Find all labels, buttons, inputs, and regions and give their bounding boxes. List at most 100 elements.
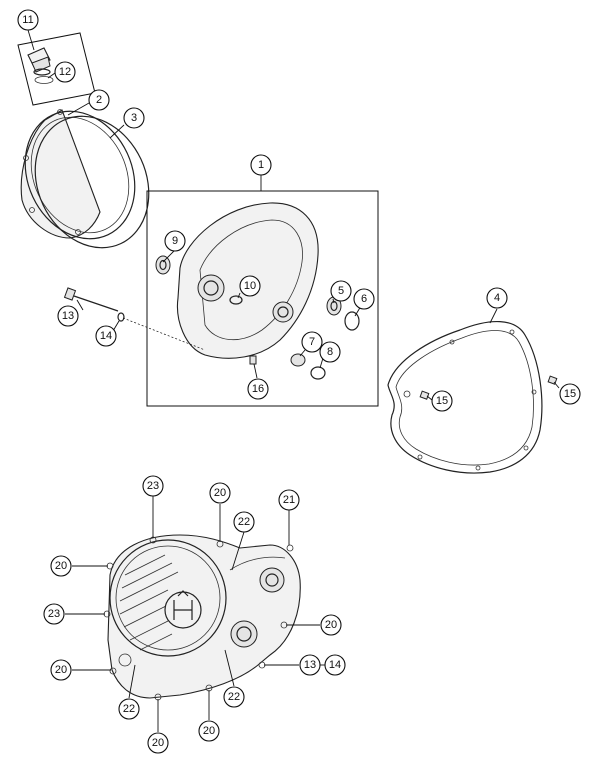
oring-6 <box>344 311 360 331</box>
svg-text:9: 9 <box>172 235 178 247</box>
callout-10: 10 <box>239 275 261 297</box>
cover-gasket-4 <box>387 320 543 474</box>
callout-22-top: 22 <box>233 511 255 533</box>
clutch-cover-boss <box>197 274 225 302</box>
callout-7: 7 <box>301 331 323 353</box>
svg-text:2: 2 <box>96 94 102 106</box>
svg-text:20: 20 <box>55 664 67 676</box>
water-pump-boss <box>259 567 285 593</box>
svg-text:6: 6 <box>361 293 367 305</box>
svg-text:14: 14 <box>329 659 341 671</box>
circlip-8 <box>310 366 326 380</box>
svg-text:20: 20 <box>325 619 337 631</box>
callout-20-bottom-right: 20 <box>198 720 220 742</box>
svg-text:15: 15 <box>564 388 576 400</box>
svg-text:22: 22 <box>238 516 250 528</box>
callout-13-bottom: 13 <box>299 654 321 676</box>
leader-11 <box>27 29 35 51</box>
washer-14 <box>117 312 125 322</box>
outer-clutch-cover-group <box>20 102 150 249</box>
svg-text:23: 23 <box>147 480 159 492</box>
callout-5: 5 <box>330 280 352 302</box>
screw-15b <box>547 375 558 385</box>
callout-6: 6 <box>353 288 375 310</box>
bolt-alignment-line <box>122 317 206 351</box>
svg-text:20: 20 <box>152 737 164 749</box>
callout-12: 12 <box>54 61 76 83</box>
outer-cover-ring <box>24 110 136 240</box>
callout-20-left-1: 20 <box>50 555 72 577</box>
callout-8: 8 <box>319 341 341 363</box>
bolt-13-shaft <box>73 295 119 312</box>
svg-text:21: 21 <box>283 494 295 506</box>
callout-14-bottom: 14 <box>324 654 346 676</box>
callout-15-left: 15 <box>431 390 453 412</box>
svg-text:15: 15 <box>436 395 448 407</box>
svg-text:20: 20 <box>203 725 215 737</box>
callout-21: 21 <box>278 489 300 511</box>
leader-12 <box>47 72 56 79</box>
leader-2 <box>67 102 90 116</box>
leader-9 <box>162 249 176 263</box>
svg-text:20: 20 <box>55 560 67 572</box>
callout-15-right: 15 <box>559 383 581 405</box>
svg-text:13: 13 <box>304 659 316 671</box>
callout-4: 4 <box>486 287 508 309</box>
svg-text:8: 8 <box>327 346 333 358</box>
callout-14-top: 14 <box>95 325 117 347</box>
bolt-16 <box>249 355 257 365</box>
seal-ring-9 <box>155 255 171 275</box>
callout-13-top: 13 <box>57 305 79 327</box>
cover-gasket-ring <box>34 115 150 249</box>
callout-1: 1 <box>250 154 272 176</box>
outer-cover-rim <box>20 109 101 239</box>
callout-20-left-2: 20 <box>50 659 72 681</box>
svg-text:22: 22 <box>228 691 240 703</box>
filler-plug-group <box>17 29 96 106</box>
screw-15a <box>419 390 430 400</box>
svg-text:3: 3 <box>131 112 137 124</box>
gasket-group <box>387 308 560 474</box>
leader-3 <box>109 124 125 139</box>
leader-4 <box>489 308 498 324</box>
callout-23-left: 23 <box>43 603 65 625</box>
filler-plug-part <box>27 47 54 84</box>
callout-2: 2 <box>88 89 110 111</box>
svg-text:4: 4 <box>494 292 500 304</box>
assembled-clutch-cover-group <box>65 496 320 732</box>
clutch-cover-main <box>107 534 301 699</box>
oil-filter-boss <box>230 620 258 648</box>
callout-23-top: 23 <box>142 475 164 497</box>
svg-text:16: 16 <box>252 383 264 395</box>
husqvarna-logo <box>164 590 202 629</box>
callout-22-bottom-left: 22 <box>118 698 140 720</box>
clutch-cover-dome <box>109 539 227 657</box>
callout-22-bottom-right: 22 <box>223 686 245 708</box>
callout-20-bottom-left: 20 <box>147 732 169 754</box>
svg-text:14: 14 <box>100 330 112 342</box>
bolt-13-head <box>63 287 77 301</box>
callout-3: 3 <box>123 107 145 129</box>
callout-20-top: 20 <box>209 482 231 504</box>
svg-text:7: 7 <box>309 336 315 348</box>
callout-9: 9 <box>164 230 186 252</box>
callout-layer: 11 12 2 3 1 9 10 5 6 4 13 14 7 8 16 15 1… <box>17 9 581 754</box>
clutch-cover-box <box>146 190 379 407</box>
svg-text:12: 12 <box>59 66 71 78</box>
callout-11: 11 <box>17 9 39 31</box>
svg-text:20: 20 <box>214 487 226 499</box>
seal-ring-7 <box>290 353 306 367</box>
callout-20-right: 20 <box>320 614 342 636</box>
long-bolt-group <box>63 287 206 351</box>
svg-text:10: 10 <box>244 280 256 292</box>
svg-text:5: 5 <box>338 285 344 297</box>
callout-16: 16 <box>247 378 269 400</box>
svg-text:11: 11 <box>22 14 33 26</box>
svg-text:22: 22 <box>123 703 135 715</box>
svg-text:23: 23 <box>48 608 60 620</box>
oring-10 <box>229 295 243 305</box>
cooling-fins <box>119 554 179 651</box>
svg-text:1: 1 <box>258 159 264 171</box>
